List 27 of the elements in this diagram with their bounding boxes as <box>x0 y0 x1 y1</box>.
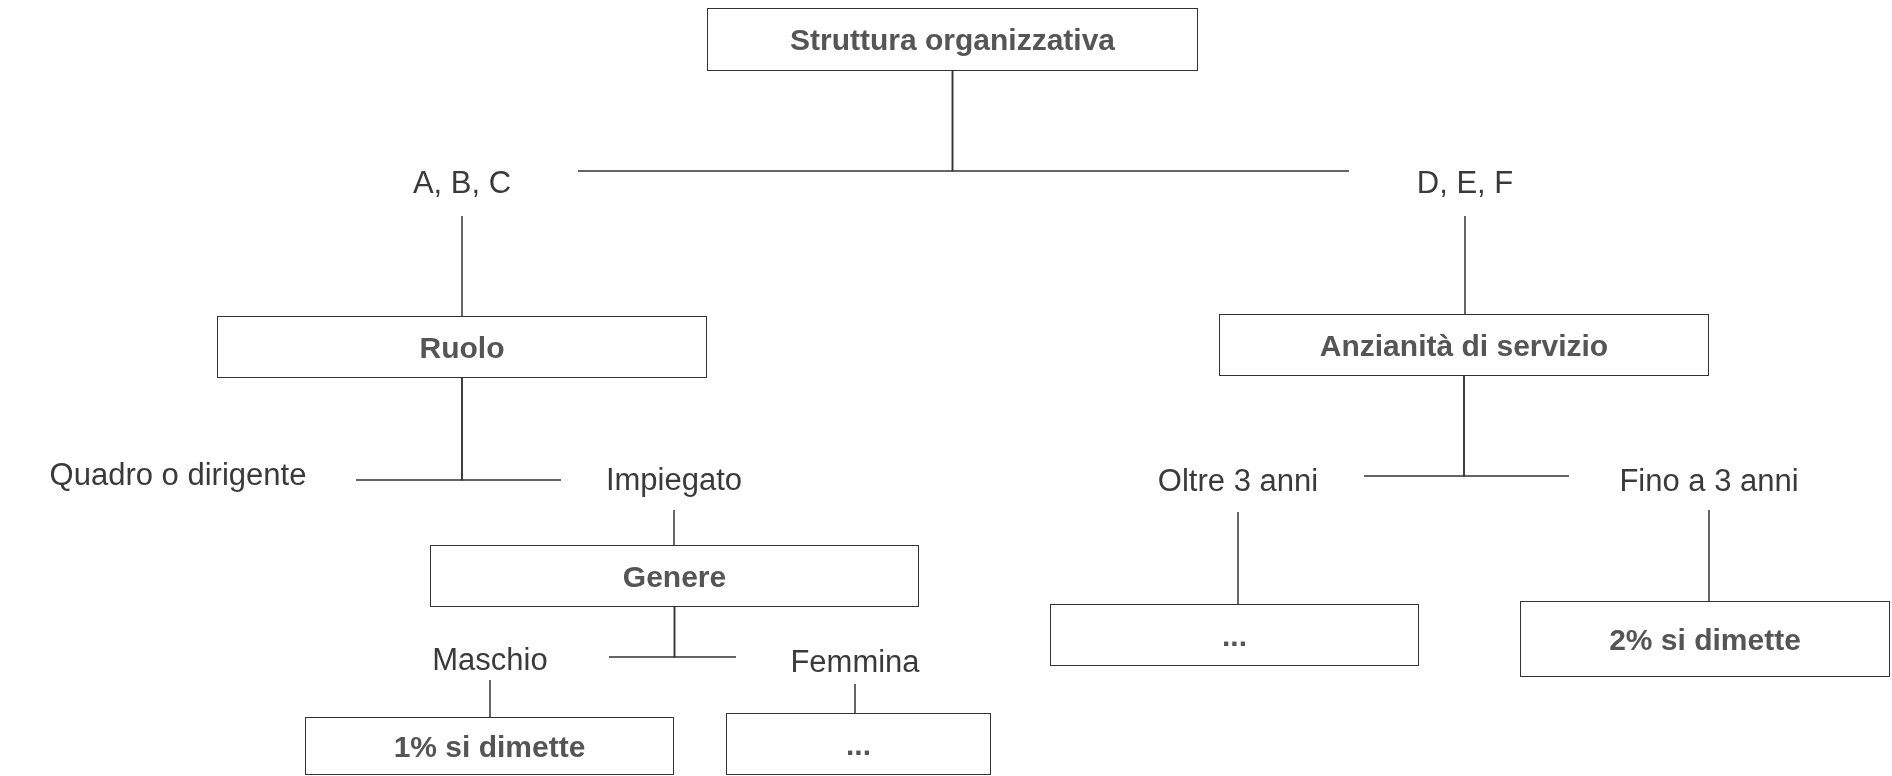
branch-label: Femmina <box>736 640 974 684</box>
connector-line <box>489 679 491 718</box>
connector-line <box>1464 215 1466 315</box>
category-box: Struttura organizzativa <box>707 8 1198 71</box>
branch-label: Quadro o dirigente <box>0 450 356 500</box>
connector-line <box>1708 509 1710 602</box>
connector-line <box>461 377 562 481</box>
branch-label: Oltre 3 anni <box>1112 450 1364 512</box>
branch-label: A, B, C <box>346 150 578 216</box>
branch-label: Maschio <box>371 640 609 680</box>
category-box: Anzianità di servizio <box>1219 314 1709 376</box>
connector-line <box>951 70 1350 172</box>
connector-line <box>854 683 856 714</box>
category-box: ... <box>726 713 991 775</box>
branch-label: Impiegato <box>561 450 787 510</box>
category-box: Genere <box>430 545 919 607</box>
connector-line <box>673 606 737 658</box>
connector-line <box>461 215 463 317</box>
branch-label: Fino a 3 anni <box>1569 452 1849 510</box>
connector-line <box>1463 375 1570 477</box>
category-box: 1% si dimette <box>305 717 674 775</box>
branch-label: D, E, F <box>1349 150 1581 216</box>
connector-line <box>673 509 675 546</box>
connector-line <box>1237 511 1239 605</box>
category-box: 2% si dimette <box>1520 601 1890 677</box>
category-box: Ruolo <box>217 316 707 378</box>
category-box: ... <box>1050 604 1419 666</box>
